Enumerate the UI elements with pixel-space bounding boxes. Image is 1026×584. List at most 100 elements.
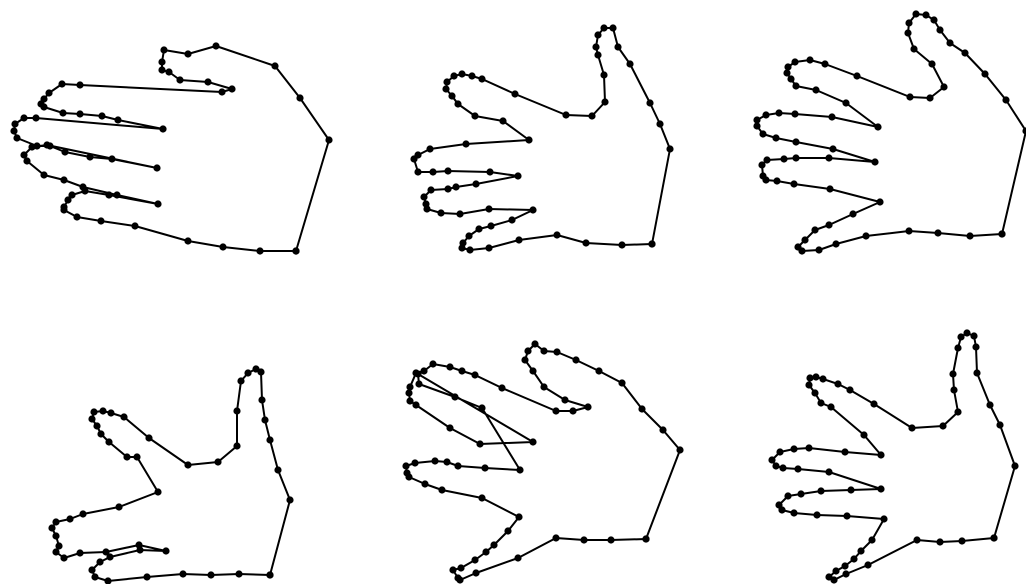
landmark-point (939, 422, 946, 429)
landmark-point (910, 45, 917, 52)
landmark-point (801, 236, 808, 243)
landmark-point (877, 451, 884, 458)
landmark-point (485, 205, 492, 212)
landmark-point (805, 381, 812, 388)
landmark-point (60, 176, 67, 183)
landmark-point (776, 448, 783, 455)
landmark-point (23, 157, 30, 164)
landmark-point (405, 473, 412, 480)
landmark-point (607, 536, 614, 543)
landmark-point (446, 363, 453, 370)
landmark-point (819, 375, 826, 382)
landmark-point (478, 494, 485, 501)
landmark-point (20, 114, 27, 121)
landmark-point (792, 154, 799, 161)
landmark-point (212, 42, 219, 49)
landmark-point (553, 231, 560, 238)
landmark-point (905, 19, 912, 26)
landmark-point (592, 43, 599, 50)
landmark-point (600, 24, 607, 31)
landmark-point (908, 424, 915, 431)
landmark-point (266, 436, 273, 443)
landmark-point (105, 191, 112, 198)
landmark-point (772, 462, 779, 469)
landmark-point (821, 60, 828, 67)
landmark-point (162, 547, 169, 554)
landmark-point (646, 99, 653, 106)
landmark-point (996, 421, 1003, 428)
landmark-point (442, 85, 449, 92)
landmark-point (529, 206, 536, 213)
landmark-point (421, 480, 428, 487)
landmark-point (52, 518, 59, 525)
landmark-point (207, 571, 214, 578)
landmark-point (791, 58, 798, 65)
landmark-point (775, 109, 782, 116)
landmark-point (271, 62, 278, 69)
landmark-point (274, 466, 281, 473)
landmark-point (325, 136, 332, 143)
landmark-point (454, 462, 461, 469)
landmark-point (762, 176, 769, 183)
landmark-point (414, 168, 421, 175)
landmark-point (449, 566, 456, 573)
landmark-point (40, 103, 47, 110)
landmark-point (950, 386, 957, 393)
landmark-point (864, 561, 871, 568)
landmark-point (768, 456, 775, 463)
landmark-point (829, 145, 836, 152)
landmark-point (58, 80, 65, 87)
landmark-point (905, 227, 912, 234)
landmark-point (846, 386, 853, 393)
landmark-point (790, 445, 797, 452)
landmark-point (429, 360, 436, 367)
landmark-point (963, 329, 970, 336)
landmark-point (986, 401, 993, 408)
landmark-point (59, 109, 66, 116)
landmark-point (486, 168, 493, 175)
landmark-point (759, 130, 766, 137)
landmark-point (252, 365, 259, 372)
landmark-point (529, 367, 536, 374)
landmark-point (862, 232, 869, 239)
landmark-point (961, 49, 968, 56)
landmark-point (521, 356, 528, 363)
landmark-point (946, 39, 953, 46)
landmark-point (540, 383, 547, 390)
landmark-point (828, 113, 835, 120)
landmark-point (913, 536, 920, 543)
landmark-point (93, 422, 100, 429)
landmark-point (131, 222, 138, 229)
landmark-point (794, 465, 801, 472)
landmark-point (618, 241, 625, 248)
landmark-point (214, 458, 221, 465)
landmark-point (826, 185, 833, 192)
landmark-point (552, 407, 559, 414)
landmark-point (237, 377, 244, 384)
landmark-point (296, 94, 303, 101)
hand-outline-5 (402, 340, 683, 583)
landmark-point (614, 43, 621, 50)
landmark-point (108, 155, 115, 162)
landmark-point (778, 506, 785, 513)
landmark-point (812, 86, 819, 93)
landmark-point (412, 401, 419, 408)
landmark-point (842, 99, 849, 106)
landmark-point (113, 191, 120, 198)
landmark-point (514, 554, 521, 561)
landmark-point (600, 71, 607, 78)
landmark-point (410, 155, 417, 162)
landmark-point (871, 158, 878, 165)
landmark-point (552, 534, 559, 541)
hand-outline-2 (410, 24, 673, 253)
hand-outline-3 (753, 10, 1026, 254)
landmark-point (797, 490, 804, 497)
landmark-point (594, 51, 601, 58)
landmark-point (471, 556, 478, 563)
landmark-point (458, 70, 465, 77)
landmark-point (91, 573, 98, 580)
landmark-point (791, 110, 798, 117)
landmark-point (842, 570, 849, 577)
landmark-point (462, 140, 469, 147)
landmark-point (626, 60, 633, 67)
